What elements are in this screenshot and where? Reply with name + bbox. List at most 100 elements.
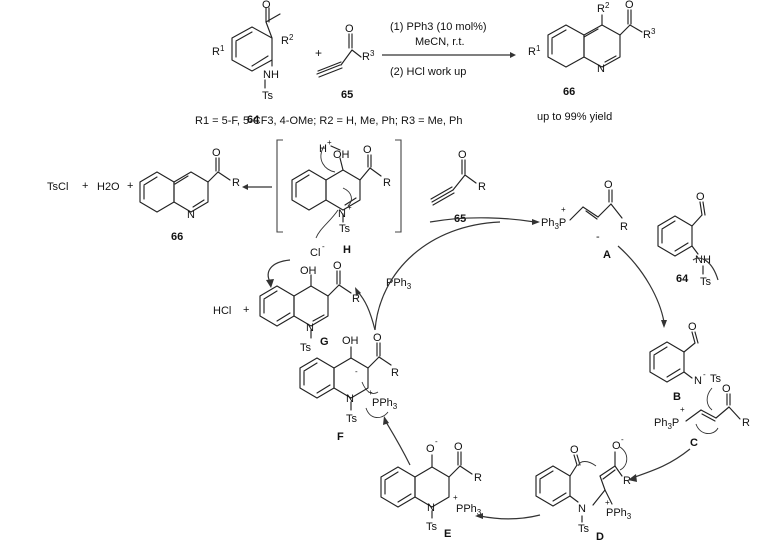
svg-text:+: + [127, 180, 133, 192]
svg-text:O: O [688, 321, 697, 333]
svg-text:R1: R1 [528, 44, 541, 58]
label-G: G [320, 336, 329, 348]
svg-text:O: O [612, 440, 621, 452]
svg-text:R: R [474, 472, 482, 484]
svg-text:PPh3: PPh3 [372, 397, 398, 411]
svg-text:O: O [345, 23, 354, 35]
svg-text:N: N [427, 502, 435, 514]
svg-text:R: R [352, 293, 360, 305]
svg-text:OH: OH [333, 149, 350, 161]
intermediate-F: OH O - R N Ts PPh3 + F [299, 332, 399, 443]
svg-text:-: - [703, 370, 706, 379]
svg-text:O: O [458, 149, 467, 161]
compound-65-top: O R3 65 [316, 23, 375, 101]
plus-sign: + [315, 46, 322, 60]
svg-text:Cl: Cl [310, 247, 320, 259]
svg-text:+: + [82, 180, 88, 192]
label-65: 65 [341, 89, 353, 101]
product-66-mechanism: O R N 66 [139, 147, 240, 243]
svg-text:H: H [319, 143, 327, 155]
substituents-line: R1 = 5-F, 5-CF3, 4-OMe; R2 = H, Me, Ph; … [195, 115, 462, 127]
label-66-mech: 66 [171, 231, 183, 243]
svg-text:N: N [694, 375, 702, 387]
intermediate-C: Ph3P + O R C [654, 383, 750, 449]
svg-text:N: N [597, 63, 605, 75]
svg-text:O: O [373, 332, 382, 344]
svg-text:+: + [561, 205, 566, 214]
svg-text:+: + [605, 498, 610, 507]
svg-text:PPh3: PPh3 [456, 503, 482, 517]
yield-text: up to 99% yield [537, 111, 612, 123]
svg-text:Ts: Ts [300, 342, 312, 354]
condition-step1: (1) PPh3 (10 mol%) [390, 21, 487, 33]
svg-text:Ts: Ts [710, 373, 722, 385]
svg-text:Ph3P: Ph3P [654, 417, 679, 431]
svg-text:R: R [383, 177, 391, 189]
svg-text:Ts: Ts [346, 413, 358, 425]
svg-text:R3: R3 [362, 49, 375, 63]
svg-text:N: N [578, 503, 586, 515]
svg-text:R: R [478, 181, 486, 193]
svg-text:-: - [322, 242, 325, 251]
svg-text:+: + [243, 304, 249, 316]
svg-text:Ts: Ts [426, 521, 438, 533]
svg-text:-: - [435, 437, 438, 446]
svg-text:+: + [680, 405, 685, 414]
condition-step2: (2) HCl work up [390, 66, 466, 78]
compound-64-top: O R2 R1 NH Ts 64 [212, 0, 294, 126]
svg-text:O: O [570, 444, 579, 456]
svg-text:N: N [346, 393, 354, 405]
svg-text:Ts: Ts [578, 523, 590, 535]
svg-text:R: R [391, 367, 399, 379]
svg-text:R: R [620, 221, 628, 233]
label-64-cycle: 64 [676, 273, 689, 285]
svg-text:Ts: Ts [339, 223, 351, 235]
svg-text:OH: OH [342, 335, 359, 347]
svg-text:R1: R1 [212, 44, 225, 58]
svg-text:O: O [625, 0, 634, 11]
byproduct-water: H2O [97, 181, 120, 193]
svg-text:Ph3P: Ph3P [541, 217, 566, 231]
svg-text:+: + [453, 493, 458, 502]
svg-text:O: O [722, 383, 731, 395]
label-C: C [690, 437, 698, 449]
compound-64-cycle: O NH Ts 64 [657, 191, 712, 288]
label-A: A [603, 249, 611, 261]
svg-text:O: O [212, 147, 221, 159]
svg-text:-: - [596, 231, 600, 243]
svg-text:R: R [232, 177, 240, 189]
condition-solvent: MeCN, r.t. [415, 36, 465, 48]
svg-text:O: O [333, 260, 342, 272]
intermediate-H: O R OH H + N + Ts Cl - H [276, 138, 402, 259]
label-E: E [444, 528, 451, 540]
svg-text:N: N [306, 322, 314, 334]
svg-text:R: R [742, 417, 750, 429]
svg-text:O: O [426, 443, 435, 455]
label-66-top: 66 [563, 86, 575, 98]
svg-text:-: - [355, 367, 358, 376]
svg-text:O: O [696, 191, 705, 203]
svg-text:Ts: Ts [700, 276, 712, 288]
svg-text:O: O [262, 0, 271, 11]
svg-text:R: R [623, 475, 631, 487]
svg-text:N: N [187, 209, 195, 221]
intermediate-E: O - O R N Ts PPh3 + E [380, 437, 482, 540]
svg-text:R3: R3 [643, 27, 656, 41]
label-65-cycle: 65 [454, 213, 466, 225]
label-H: H [343, 244, 351, 256]
intermediate-G: OH O R N Ts G [259, 260, 360, 354]
intermediate-D: O O - R N Ts PPh3 + D [535, 435, 632, 543]
svg-text:R2: R2 [281, 33, 294, 47]
label-64: 64 [247, 114, 260, 126]
catalyst-pph3: PPh3 [386, 277, 412, 291]
svg-text:Ts: Ts [262, 90, 274, 102]
svg-text:O: O [604, 179, 613, 191]
svg-text:OH: OH [300, 265, 317, 277]
svg-text:PPh3: PPh3 [606, 507, 632, 521]
svg-text:NH: NH [263, 69, 279, 81]
label-F: F [337, 431, 344, 443]
byproduct-tscl: TsCl [47, 181, 68, 193]
svg-text:+: + [327, 138, 332, 147]
svg-text:+: + [347, 203, 352, 212]
